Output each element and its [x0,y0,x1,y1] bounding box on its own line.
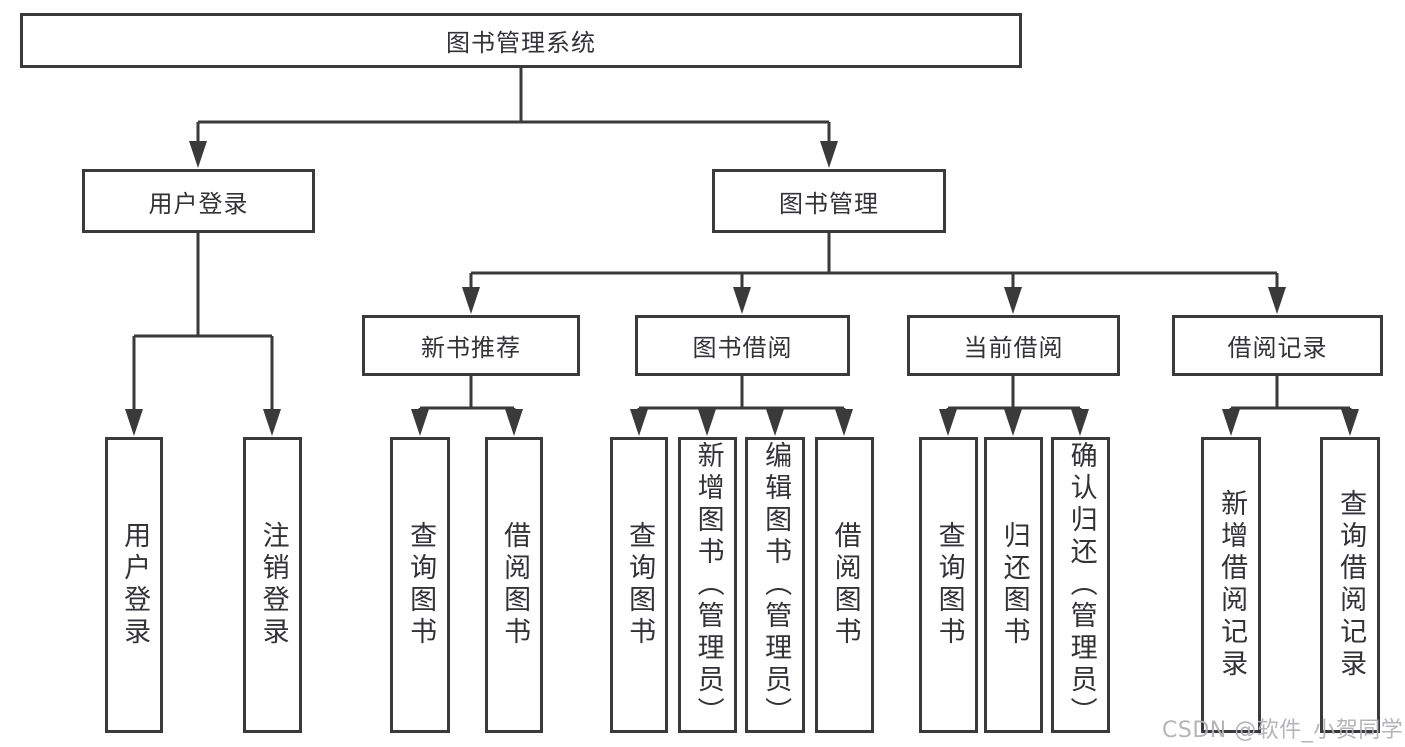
node-label: 确认归还（管理员） [1065,441,1097,729]
node-user-login-branch: 用户登录 [82,169,315,233]
leaf-query-books-recommend: 查询图书 [390,437,450,733]
node-label: 查询图书 [624,521,656,649]
arrowhead [835,409,853,436]
node-label: 借阅记录 [1227,334,1328,362]
arrowhead [766,409,784,436]
node-label: 用户登录 [119,521,151,649]
node-label: 图书管理系统 [446,29,596,57]
arrowhead [1071,409,1089,436]
leaf-return-book: 归还图书 [984,437,1043,733]
arrowhead [1341,409,1359,436]
arrowhead [125,409,143,436]
arrowheads [125,141,1359,436]
leaf-user-login: 用户登录 [105,437,163,733]
node-book-borrow: 图书借阅 [635,315,850,376]
leaf-logout: 注销登录 [243,437,302,733]
arrowhead [698,409,716,436]
leaf-add-book-admin: 新增图书（管理员） [678,437,737,733]
arrowhead [820,141,838,168]
node-label: 新增借阅记录 [1216,489,1248,681]
leaf-query-borrow-record: 查询借阅记录 [1320,437,1380,733]
leaf-borrow-books: 借阅图书 [815,437,874,733]
node-book-management-branch: 图书管理 [712,169,946,233]
node-label: 新增图书（管理员） [692,441,724,729]
node-label: 借阅图书 [829,521,861,649]
arrowhead [263,409,281,436]
node-label: 编辑图书（管理员） [760,441,792,729]
node-library-management-system: 图书管理系统 [20,13,1022,68]
arrowhead [505,409,523,436]
node-label: 查询借阅记录 [1335,489,1367,681]
node-label: 当前借阅 [963,334,1064,362]
leaf-edit-book-admin: 编辑图书（管理员） [745,437,805,733]
node-label: 查询图书 [933,521,965,649]
arrowhead [189,141,207,168]
node-new-book-recommend: 新书推荐 [362,315,580,376]
arrowhead [462,287,480,314]
node-label: 查询图书 [405,521,437,649]
node-label: 借阅图书 [499,521,531,649]
arrowhead [411,409,429,436]
arrowhead [1004,409,1022,436]
node-label: 归还图书 [998,521,1030,649]
node-label: 图书管理 [779,189,879,218]
csdn-watermark: CSDN @软件_小贺同学 [1162,718,1404,743]
leaf-query-books-current: 查询图书 [919,437,978,733]
arrowhead [1004,287,1022,314]
leaf-confirm-return-admin: 确认归还（管理员） [1051,437,1110,733]
node-label: 注销登录 [257,521,289,649]
arrowhead [733,287,751,314]
node-borrow-records: 借阅记录 [1172,315,1383,376]
arrowhead [939,409,957,436]
leaf-add-borrow-record: 新增借阅记录 [1201,437,1261,733]
connector-paths [132,68,1352,418]
arrowhead [1268,287,1286,314]
node-label: 新书推荐 [421,334,521,362]
arrowhead [1222,409,1240,436]
leaf-borrow-books-recommend: 借阅图书 [485,437,543,733]
arrowhead [630,409,648,436]
node-label: 图书借阅 [692,334,793,362]
node-label: 用户登录 [148,189,249,218]
leaf-query-books-borrow: 查询图书 [610,437,668,733]
node-current-borrow: 当前借阅 [907,315,1120,376]
